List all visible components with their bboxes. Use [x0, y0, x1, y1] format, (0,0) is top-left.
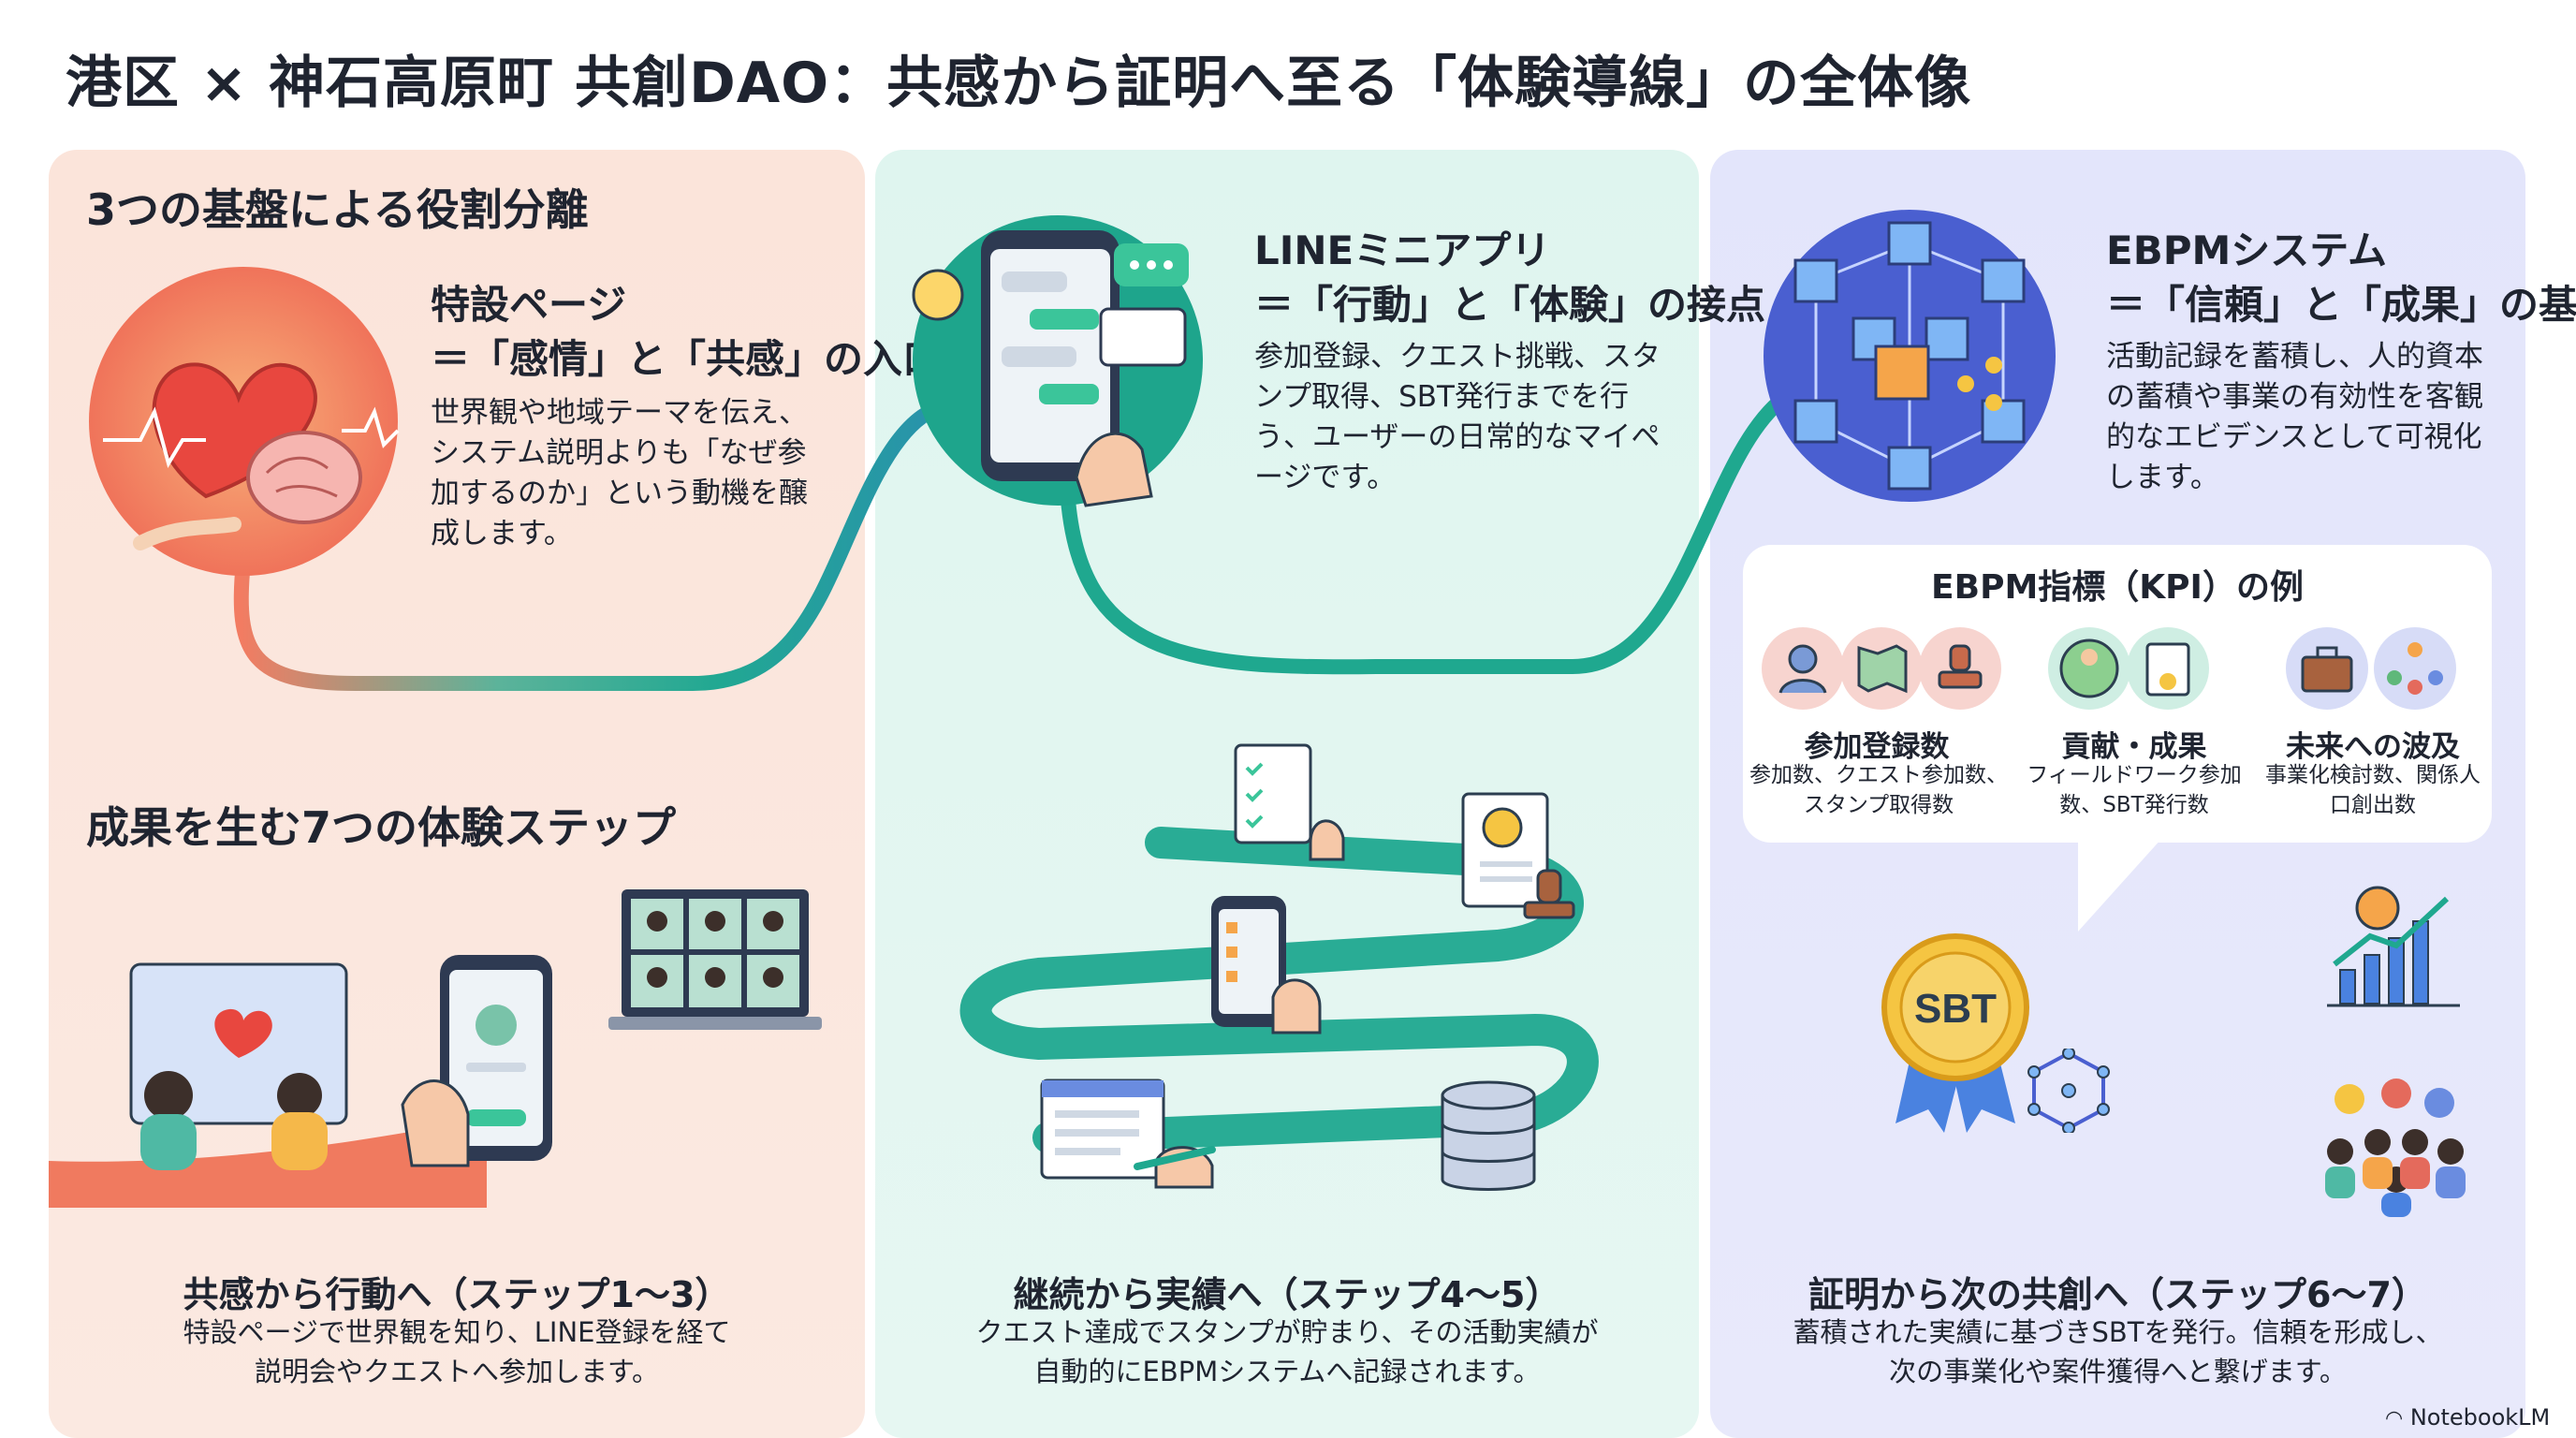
- kpi-label-future: 未来への波及: [2286, 730, 2460, 764]
- pillar-desc-line-app: 参加登録、クエスト挑戦、スタンプ取得、SBT発行までを行う、ユーザーの日常的なマ…: [1254, 340, 1661, 494]
- phone-profile-icon: [384, 946, 580, 1170]
- kpi-title: EBPM指標（KPI）の例: [1931, 568, 2304, 607]
- kpi-label-registrations: 参加登録数: [1804, 730, 1950, 764]
- growth-chart-gear-icon: [2321, 880, 2462, 1011]
- stage-3-desc: 蓄積された実績に基づきSBTを発行。信頼を形成し、次の事業化や案件獲得へと繋げま…: [1793, 1316, 2443, 1387]
- form-signing-icon: [1034, 1077, 1222, 1189]
- phone-checklist-icon: [1198, 894, 1329, 1034]
- farmer-certificate-icon: [2046, 625, 2215, 712]
- brand-label: NotebookLM: [2409, 1404, 2551, 1431]
- kpi-detail-contribution: フィールドワーク参加数、SBT発行数: [2027, 763, 2242, 817]
- sbt-badge-icon: SBT: [1858, 927, 2073, 1133]
- section-steps-heading: 成果を生む7つの体験ステップ: [86, 802, 677, 853]
- pillar-desc-special-page: 世界観や地域テーマを伝え、システム説明よりも「なぜ参加するのか」という動機を醸成…: [431, 396, 808, 550]
- community-meeting-icon: [2312, 1077, 2471, 1217]
- blockchain-cubes-icon: [1760, 206, 2059, 506]
- heart-brain-icon: [84, 262, 402, 580]
- page-title: 港区 × 神石高原町 共創DAO：共感から証明へ至る「体験導線」の全体像: [66, 51, 1972, 116]
- kpi-label-contribution: 貢献・成果: [2061, 730, 2207, 764]
- stage-2-desc: クエスト達成でスタンプが貯まり、その活動実績が自動的にEBPMシステムへ記録され…: [975, 1316, 1599, 1387]
- stage-2-title: 継続から実績へ（ステップ4〜5）: [1013, 1274, 1561, 1315]
- briefcase-network-icon: [2284, 625, 2462, 712]
- pillar-name-line-app: LINEミニアプリ: [1254, 227, 1551, 273]
- database-icon: [1437, 1077, 1540, 1198]
- pillar-name-ebpm: EBPMシステム: [2106, 227, 2388, 273]
- video-call-laptop-icon: [608, 889, 824, 1039]
- kpi-detail-future: 事業化検討数、関係人口創出数: [2265, 763, 2481, 817]
- pillar-desc-ebpm: 活動記録を蓄積し、人的資本の蓄積や事業の有効性を客観的なエビデンスとして可視化し…: [2106, 340, 2483, 494]
- stage-1-title: 共感から行動へ（ステップ1〜3）: [183, 1274, 731, 1315]
- stamped-document-icon: [1456, 786, 1577, 936]
- participants-map-stamp-icon: [1760, 625, 2003, 712]
- network-cube-icon: [2027, 1047, 2111, 1135]
- section-roles-heading: 3つの基盤による役割分離: [86, 184, 589, 235]
- kpi-detail-registrations: 参加数、クエスト参加数、スタンプ取得数: [1749, 763, 2008, 817]
- sbt-badge-label: SBT: [1914, 986, 1997, 1032]
- notebooklm-logo-icon: ◠: [2385, 1407, 2404, 1431]
- checklist-clipboard-icon: [1208, 740, 1348, 861]
- stage-1-desc: 特設ページで世界観を知り、LINE登録を経て説明会やクエストへ参加します。: [183, 1316, 731, 1387]
- stage-3-title: 証明から次の共創へ（ステップ6〜7）: [1808, 1274, 2427, 1315]
- pillar-name-special-page: 特設ページ: [431, 282, 627, 328]
- orange-band: [49, 1119, 487, 1208]
- pillar-role-ebpm: ＝「信頼」と「成果」の基盤: [2106, 282, 2576, 328]
- smartphone-chat-icon: [899, 197, 1217, 515]
- people-heart-screen-icon: [103, 955, 356, 1170]
- pillar-role-special-page: ＝「感情」と「共感」の入口: [431, 336, 943, 382]
- brand-watermark: ◠ NotebookLM: [2385, 1404, 2550, 1431]
- kpi-callout-tail: [2078, 838, 2162, 932]
- pillar-role-line-app: ＝「行動」と「体験」の接点: [1254, 282, 1766, 328]
- spiral-ribbon: [959, 827, 1599, 1153]
